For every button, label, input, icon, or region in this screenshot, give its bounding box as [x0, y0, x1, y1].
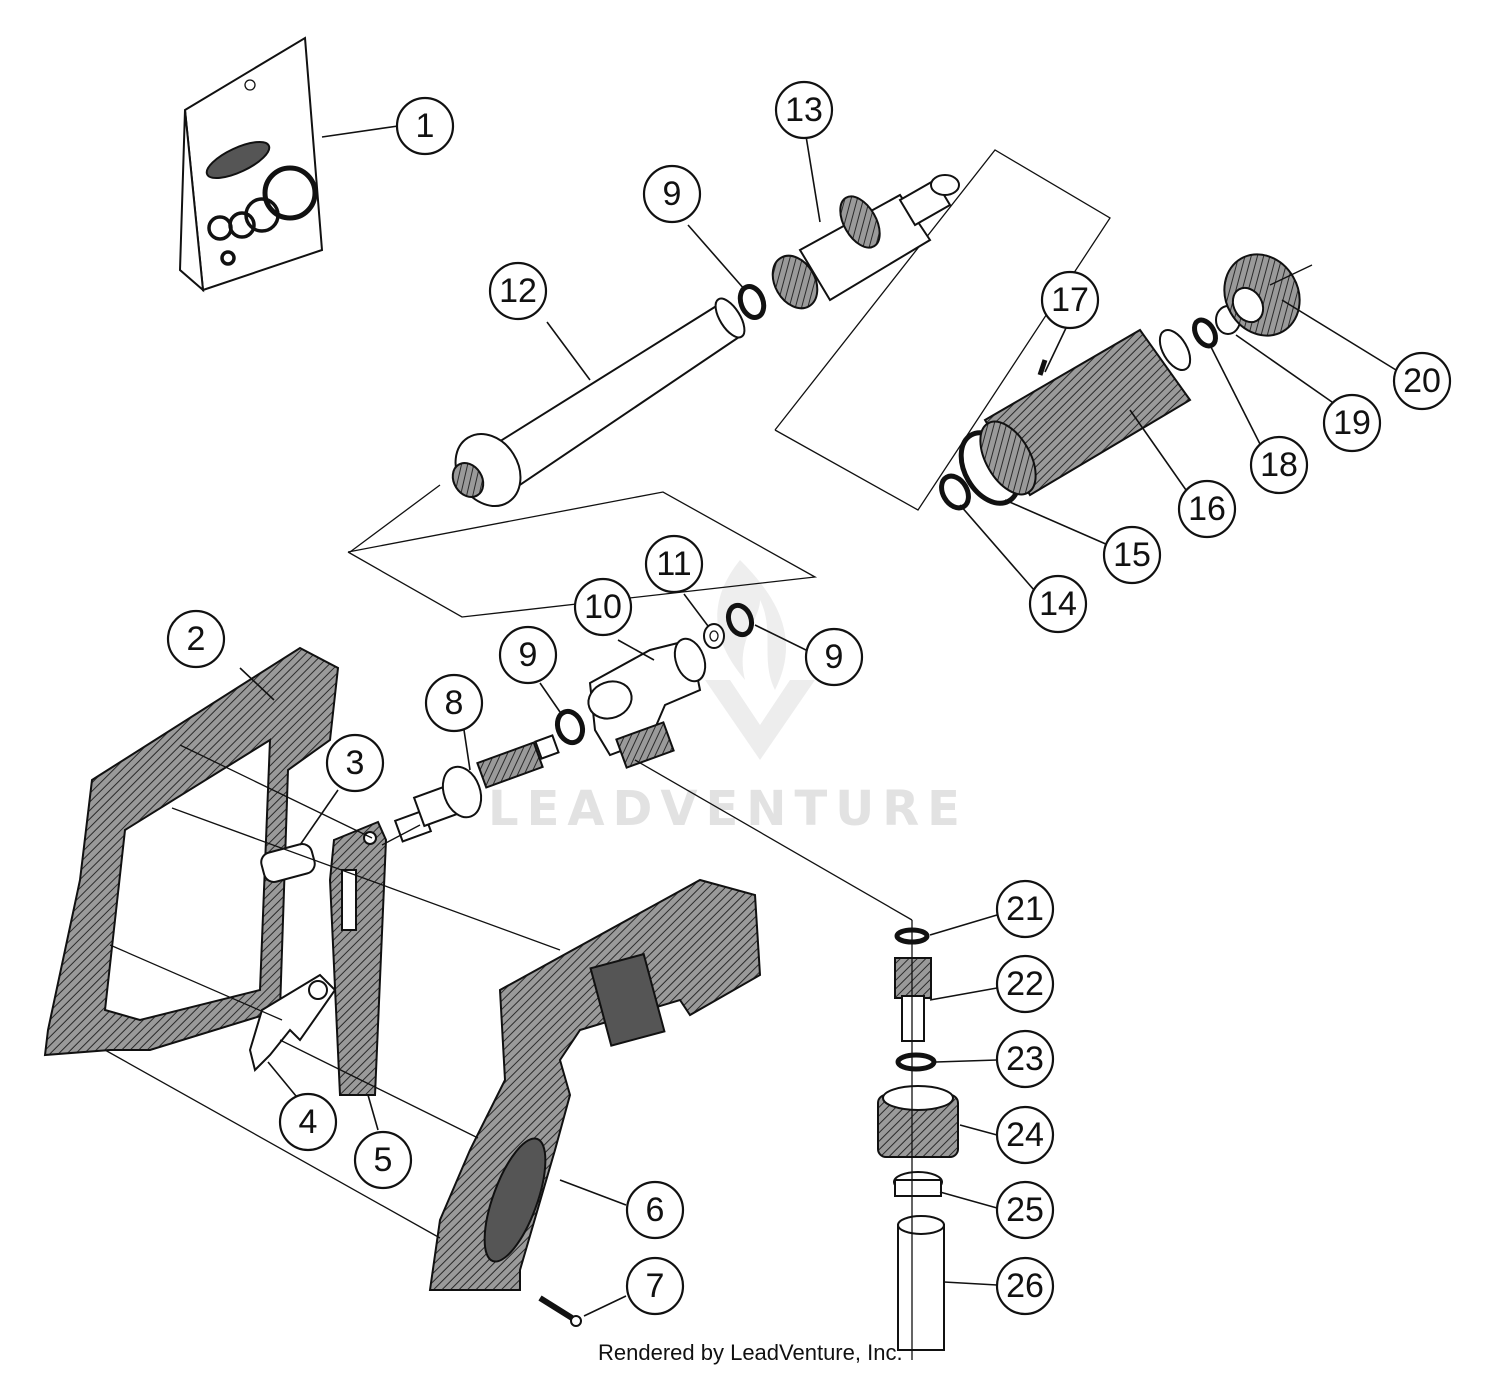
svg-text:12: 12: [499, 272, 537, 310]
svg-text:21: 21: [1006, 890, 1044, 928]
o-ring-small: [939, 473, 971, 511]
hose-sleeve: [897, 1215, 945, 1351]
callout-11: 11: [644, 534, 704, 594]
callout-23: 23: [995, 1029, 1055, 1089]
svg-text:23: 23: [1006, 1040, 1044, 1078]
o-ring-lower: [554, 708, 586, 746]
handle-right-half: [428, 878, 762, 1291]
svg-text:9: 9: [663, 175, 682, 213]
callout-5: 5: [353, 1130, 413, 1190]
callout-19: 19: [1322, 393, 1382, 453]
svg-text:9: 9: [825, 638, 844, 676]
callout-2: 2: [166, 609, 226, 669]
svg-text:1: 1: [416, 107, 435, 145]
callout-9-lower: 9: [498, 625, 558, 685]
handle-left-half: [43, 646, 340, 1057]
callout-8: 8: [424, 673, 484, 733]
callout-21: 21: [995, 879, 1055, 939]
svg-text:19: 19: [1333, 404, 1371, 442]
svg-text:6: 6: [646, 1191, 665, 1229]
footer-credit: Rendered by LeadVenture, Inc.: [598, 1340, 903, 1365]
callout-13: 13: [774, 80, 834, 140]
svg-text:5: 5: [374, 1141, 393, 1179]
callout-24: 24: [995, 1105, 1055, 1165]
callout-10: 10: [573, 577, 633, 637]
callout-20: 20: [1392, 351, 1452, 411]
svg-text:11: 11: [656, 545, 691, 583]
callout-16: 16: [1177, 479, 1237, 539]
svg-text:2: 2: [187, 620, 206, 658]
watermark-text: LEADVENTURE: [488, 781, 968, 837]
callout-12: 12: [488, 261, 548, 321]
callout-3: 3: [325, 733, 385, 793]
callout-17: 17: [1040, 270, 1100, 330]
callout-14: 14: [1028, 574, 1088, 634]
extension-tube: [451, 297, 746, 507]
leadventure-flame-logo-icon: [705, 560, 815, 760]
svg-text:15: 15: [1113, 536, 1151, 574]
o-ring-swivel: [895, 1052, 937, 1072]
seal-kit-package: [178, 36, 324, 293]
swivel-nut: [877, 1085, 959, 1158]
screw: [538, 1295, 582, 1327]
callout-18: 18: [1249, 435, 1309, 495]
callout-1: 1: [395, 96, 455, 156]
callout-6: 6: [625, 1180, 685, 1240]
svg-text:18: 18: [1260, 446, 1298, 484]
svg-text:14: 14: [1039, 585, 1077, 623]
svg-text:24: 24: [1006, 1116, 1044, 1154]
assembly-outline-lower: [347, 491, 818, 618]
leader-lines: [239, 125, 1397, 1317]
svg-text:13: 13: [785, 91, 823, 129]
svg-text:26: 26: [1006, 1267, 1044, 1305]
valve-body: [771, 174, 960, 310]
callout-25: 25: [995, 1180, 1055, 1240]
svg-text:16: 16: [1188, 490, 1226, 528]
trigger-lock: [248, 973, 337, 1072]
o-ring-right: [725, 602, 755, 638]
nozzle-body: [979, 328, 1192, 497]
o-ring-nozzle: [1192, 317, 1218, 349]
svg-text:22: 22: [1006, 965, 1044, 1003]
svg-text:4: 4: [299, 1103, 318, 1141]
callout-26: 26: [995, 1256, 1055, 1316]
trigger: [328, 820, 388, 1096]
tee-fitting: [587, 637, 707, 769]
hose-clamp: [893, 1171, 943, 1197]
o-ring-upper: [737, 284, 767, 320]
callout-9-upper: 9: [642, 164, 702, 224]
svg-text:3: 3: [346, 744, 365, 782]
svg-text:20: 20: [1403, 362, 1441, 400]
washer: [703, 623, 725, 649]
svg-text:17: 17: [1051, 281, 1089, 319]
roll-pin: [1037, 359, 1048, 376]
callout-22: 22: [995, 954, 1055, 1014]
callout-7: 7: [625, 1256, 685, 1316]
nozzle-cap: [1223, 253, 1301, 337]
callout-15: 15: [1102, 525, 1162, 585]
svg-text:7: 7: [646, 1267, 665, 1305]
inlet-fitting: [894, 957, 932, 1042]
svg-text:9: 9: [519, 636, 538, 674]
callout-9-right: 9: [804, 627, 864, 687]
svg-text:8: 8: [445, 684, 464, 722]
svg-text:10: 10: [584, 588, 622, 626]
svg-text:25: 25: [1006, 1191, 1044, 1229]
callout-4: 4: [278, 1092, 338, 1152]
